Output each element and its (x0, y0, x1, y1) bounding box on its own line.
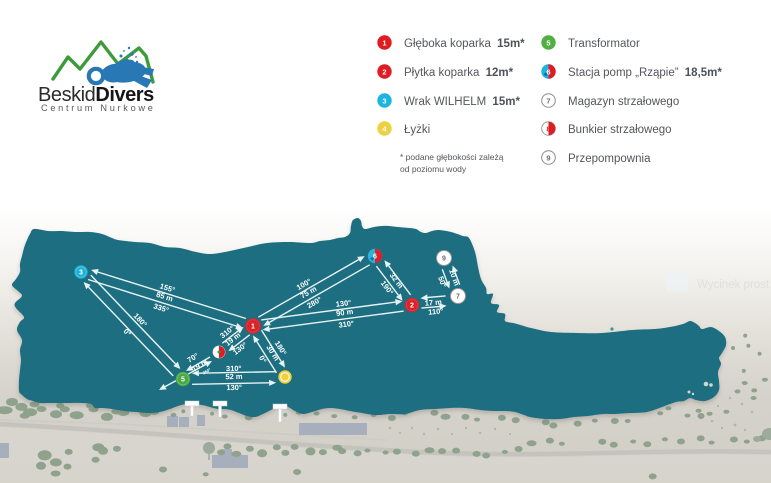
svg-text:0°: 0° (257, 354, 268, 365)
svg-text:1: 1 (382, 38, 386, 47)
svg-text:310°: 310° (226, 364, 242, 373)
svg-text:2: 2 (410, 303, 414, 310)
svg-text:5: 5 (181, 377, 185, 384)
svg-text:310°: 310° (338, 319, 355, 330)
svg-text:BeskidDivers: BeskidDivers (38, 84, 154, 106)
svg-text:9: 9 (546, 153, 550, 162)
svg-text:4: 4 (382, 125, 387, 134)
svg-text:6: 6 (373, 254, 377, 261)
svg-text:130°: 130° (335, 298, 352, 309)
svg-text:335°: 335° (152, 301, 169, 314)
svg-text:7: 7 (546, 96, 550, 105)
svg-text:110°: 110° (428, 306, 444, 317)
svg-text:17 m: 17 m (424, 297, 442, 308)
svg-text:9: 9 (442, 256, 446, 263)
svg-text:50°: 50° (436, 275, 448, 289)
svg-text:90 m: 90 m (336, 307, 354, 318)
svg-text:52 m: 52 m (225, 372, 243, 381)
svg-text:250°: 250° (202, 367, 212, 376)
svg-text:1: 1 (251, 324, 255, 331)
svg-text:155°: 155° (159, 281, 176, 294)
svg-text:7: 7 (456, 294, 460, 301)
svg-text:130°: 130° (226, 383, 242, 392)
svg-text:2: 2 (382, 67, 386, 76)
svg-text:Wycinek prost: Wycinek prost (697, 279, 770, 291)
svg-text:5: 5 (546, 38, 550, 47)
svg-text:3: 3 (382, 96, 386, 105)
svg-text:0°: 0° (122, 327, 133, 338)
svg-text:3: 3 (79, 270, 83, 277)
svg-text:6: 6 (546, 67, 550, 76)
svg-text:8: 8 (546, 125, 550, 134)
svg-text:Centrum Nurkowe: Centrum Nurkowe (41, 103, 156, 113)
